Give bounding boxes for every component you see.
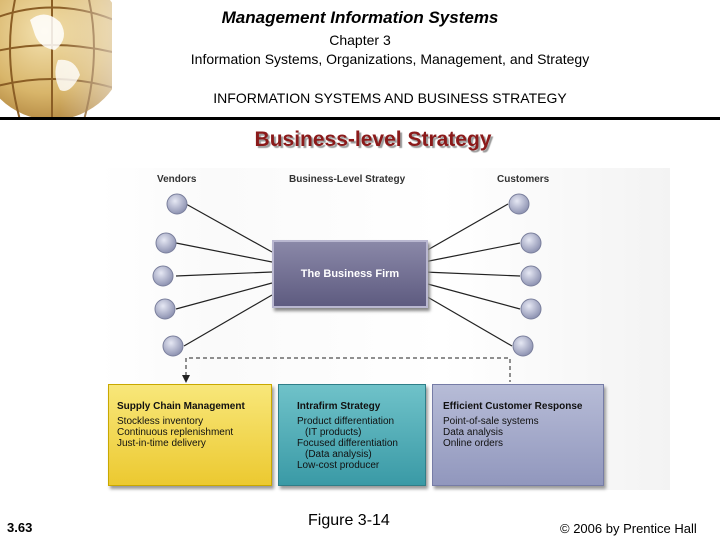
customer-node [520, 298, 542, 320]
header-divider [0, 117, 720, 120]
vendor-node [166, 193, 188, 215]
box-item: Stockless inventory [117, 416, 204, 427]
customer-node [520, 232, 542, 254]
business-firm-box: The Business Firm [272, 240, 428, 308]
supply-chain-box: Supply Chain Management Stockless invent… [108, 384, 272, 486]
box-item: Focused differentiation [297, 438, 398, 449]
vendor-node [162, 335, 184, 357]
vendor-node [154, 298, 176, 320]
box-item: Low-cost producer [297, 460, 380, 471]
figure-caption: Figure 3-14 [308, 512, 390, 529]
vendor-node [155, 232, 177, 254]
slide-title: Business-level Strategy [254, 128, 492, 151]
intrafirm-strategy-box: Intrafirm Strategy Product differentiati… [278, 384, 426, 486]
box-item: Product differentiation [297, 416, 395, 427]
box-title: Efficient Customer Response [443, 401, 583, 412]
vendors-label: Vendors [157, 174, 197, 185]
customer-node [508, 193, 530, 215]
globe-fade [60, 0, 180, 118]
customer-node [520, 265, 542, 287]
business-firm-label: The Business Firm [300, 268, 400, 280]
box-item: Just-in-time delivery [117, 438, 206, 449]
header-chapter: Chapter 3 [329, 32, 391, 48]
box-item: Data analysis [443, 427, 504, 438]
box-title: Supply Chain Management [117, 401, 245, 412]
box-item: (IT products) [305, 427, 362, 438]
header-title: Management Information Systems [221, 8, 499, 27]
box-item: Point-of-sale systems [443, 416, 539, 427]
slide-number: 3.63 [7, 520, 33, 535]
customer-node [512, 335, 534, 357]
box-item: Continuous replenishment [117, 427, 234, 438]
box-item: (Data analysis) [305, 449, 372, 460]
efficient-customer-response-box: Efficient Customer Response Point-of-sal… [432, 384, 604, 486]
vendor-node [152, 265, 174, 287]
customers-label: Customers [497, 174, 550, 185]
box-title: Intrafirm Strategy [297, 401, 381, 412]
section-title: INFORMATION SYSTEMS AND BUSINESS STRATEG… [213, 90, 567, 106]
slide-header: Management Information Systems Chapter 3… [0, 0, 720, 120]
box-item: Online orders [443, 438, 504, 449]
header-subtitle: Information Systems, Organizations, Mana… [190, 51, 590, 67]
business-level-strategy-label: Business-Level Strategy [289, 174, 406, 185]
copyright-notice: © 2006 by Prentice Hall [560, 521, 697, 536]
